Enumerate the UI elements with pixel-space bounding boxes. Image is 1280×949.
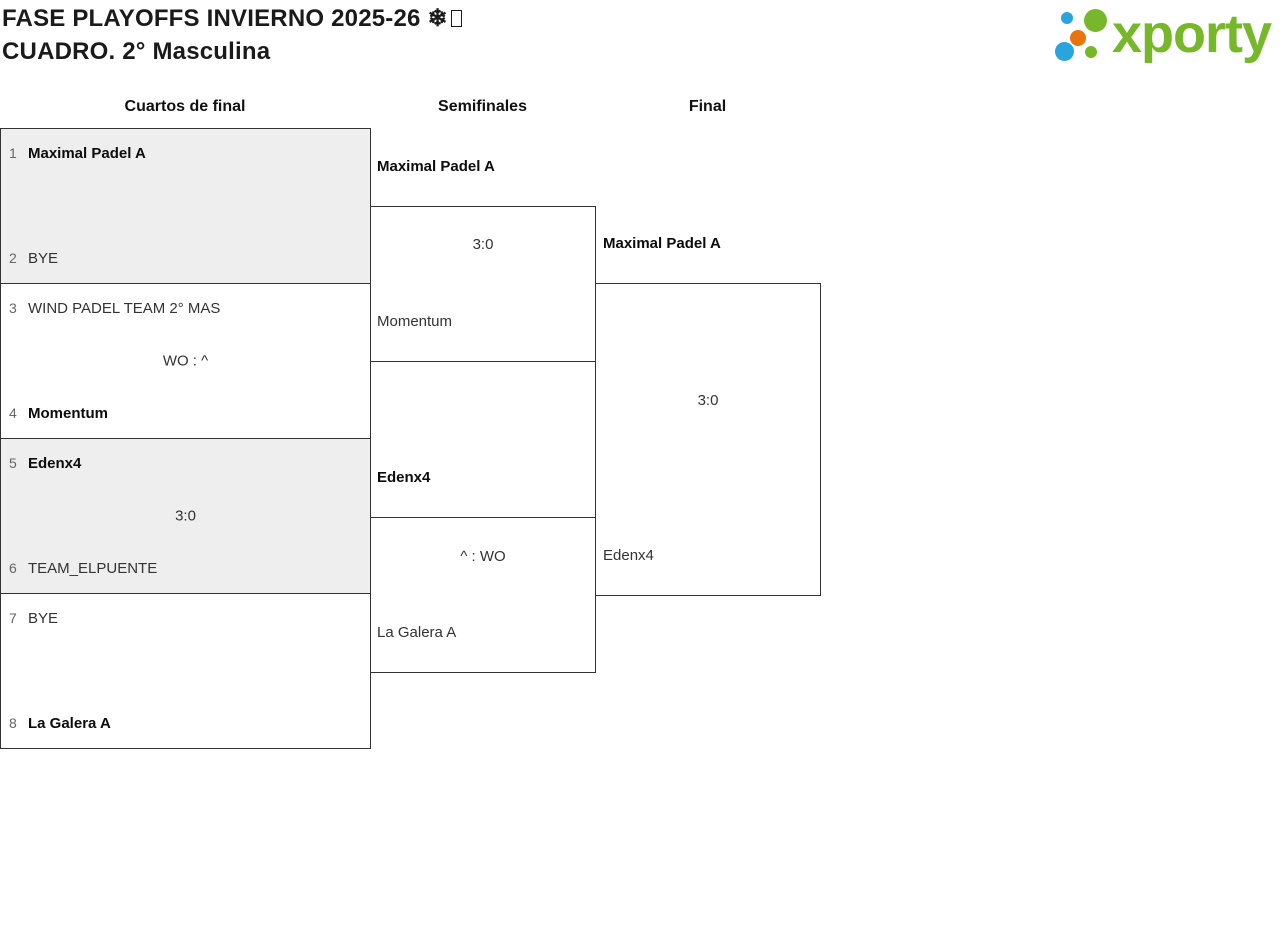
team-name: La Galera A (28, 715, 111, 732)
team-name: Momentum (377, 313, 453, 330)
team-slot: 1 Maximal Padel A (9, 144, 362, 163)
seed-number: 3 (9, 300, 17, 316)
team-name: Maximal Padel A (28, 145, 146, 162)
page-title-block: FASE PLAYOFFS INVIERNO 2025-26 ❄ CUADRO.… (2, 2, 462, 68)
logo-dot-orange (1070, 30, 1086, 46)
team-slot: 3 WIND PADEL TEAM 2° MAS (9, 299, 362, 318)
team-slot: 5 Edenx4 (9, 454, 362, 473)
team-name: Maximal Padel A (377, 158, 495, 175)
match-score: 3:0 (175, 507, 196, 525)
team-name: BYE (28, 250, 59, 267)
team-name: Momentum (28, 405, 108, 422)
bracket-subtitle: CUADRO. 2° Masculina (2, 38, 271, 65)
logo-wordmark: xporty (1112, 4, 1272, 64)
seed-number: 2 (9, 250, 17, 266)
team-slot: 6 TEAM_ELPUENTE (9, 559, 362, 578)
team-slot: 4 Momentum (9, 404, 362, 423)
missing-glyph-box (450, 10, 462, 27)
team-name: BYE (28, 610, 59, 627)
team-slot: 2 BYE (9, 249, 362, 268)
round-header-cuartos: Cuartos de final (124, 98, 246, 115)
seed-number: 8 (9, 715, 17, 731)
logo-dot-blue-large (1055, 42, 1074, 61)
logo-dot-green-large (1084, 9, 1107, 32)
match-score: ^ : WO (460, 548, 506, 565)
match-final (595, 283, 821, 596)
match-quarterfinal-1: 1 Maximal Padel A 2 BYE (0, 128, 371, 284)
match-semifinal-2 (370, 517, 596, 673)
team-name: TEAM_ELPUENTE (28, 560, 158, 577)
seed-number: 7 (9, 610, 17, 626)
logo-dot-blue-small (1061, 12, 1073, 24)
match-quarterfinal-4: 7 BYE 8 La Galera A (0, 593, 371, 749)
seed-number: 1 (9, 145, 17, 161)
match-score: 3:0 (472, 236, 494, 253)
match-score: 3:0 (697, 392, 719, 409)
team-name: WIND PADEL TEAM 2° MAS (28, 300, 221, 317)
tournament-title: FASE PLAYOFFS INVIERNO 2025-26 ❄ (2, 2, 462, 35)
match-quarterfinal-3: 5 Edenx4 3:0 6 TEAM_ELPUENTE (0, 438, 371, 594)
seed-number: 4 (9, 405, 17, 421)
team-name: Edenx4 (603, 547, 654, 564)
match-score: WO : ^ (162, 352, 209, 370)
round-header-final: Final (688, 98, 727, 115)
round-header-semifinales: Semifinales (438, 98, 527, 115)
match-quarterfinal-2: 3 WIND PADEL TEAM 2° MAS WO : ^ 4 Momentum (0, 283, 371, 439)
seed-number: 6 (9, 560, 17, 576)
xporty-logo[interactable]: xporty (1050, 0, 1275, 72)
seed-number: 5 (9, 455, 17, 471)
team-name: La Galera A (377, 624, 457, 641)
team-name: Maximal Padel A (603, 235, 721, 252)
team-name: Edenx4 (377, 469, 431, 486)
team-slot: 8 La Galera A (9, 714, 362, 733)
logo-dot-green-small (1085, 46, 1097, 58)
team-name: Edenx4 (28, 455, 82, 472)
team-slot: 7 BYE (9, 609, 362, 628)
match-semifinal-1 (370, 206, 596, 362)
tournament-title-text: FASE PLAYOFFS INVIERNO 2025-26 ❄ (2, 5, 448, 32)
